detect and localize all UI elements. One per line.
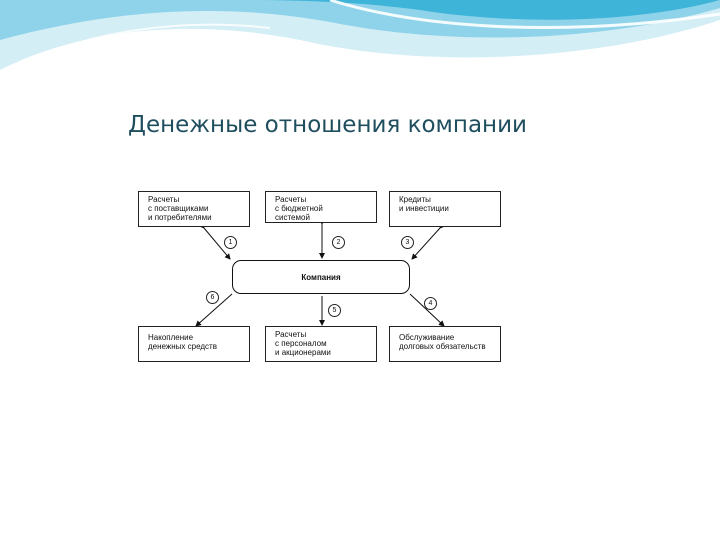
box-staff-shareholders: Расчеты с персоналом и акционерами [265, 326, 377, 362]
number-2-badge: 2 [332, 236, 345, 249]
number-1-badge: 1 [224, 236, 237, 249]
money-relations-diagram: Расчеты с поставщиками и потребителями Р… [138, 186, 506, 366]
box-budget-system: Расчеты с бюджетной системой [265, 191, 377, 223]
slide-title: Денежные отношения компании [128, 112, 527, 138]
box-suppliers-consumers: Расчеты с поставщиками и потребителями [138, 191, 250, 227]
number-4-badge: 4 [424, 297, 437, 310]
box-cash-accumulation: Накопление денежных средств [138, 326, 250, 362]
number-5-badge: 5 [328, 304, 341, 317]
box-debt-service: Обслуживание долговых обязательств [389, 326, 501, 362]
diagram-connectors [195, 219, 446, 327]
number-6-badge: 6 [206, 291, 219, 304]
company-node: Компания [232, 260, 410, 294]
number-3-badge: 3 [401, 236, 414, 249]
box-credits-investments: Кредиты и инвестиции [389, 191, 501, 227]
header-wave-decoration [0, 0, 720, 76]
